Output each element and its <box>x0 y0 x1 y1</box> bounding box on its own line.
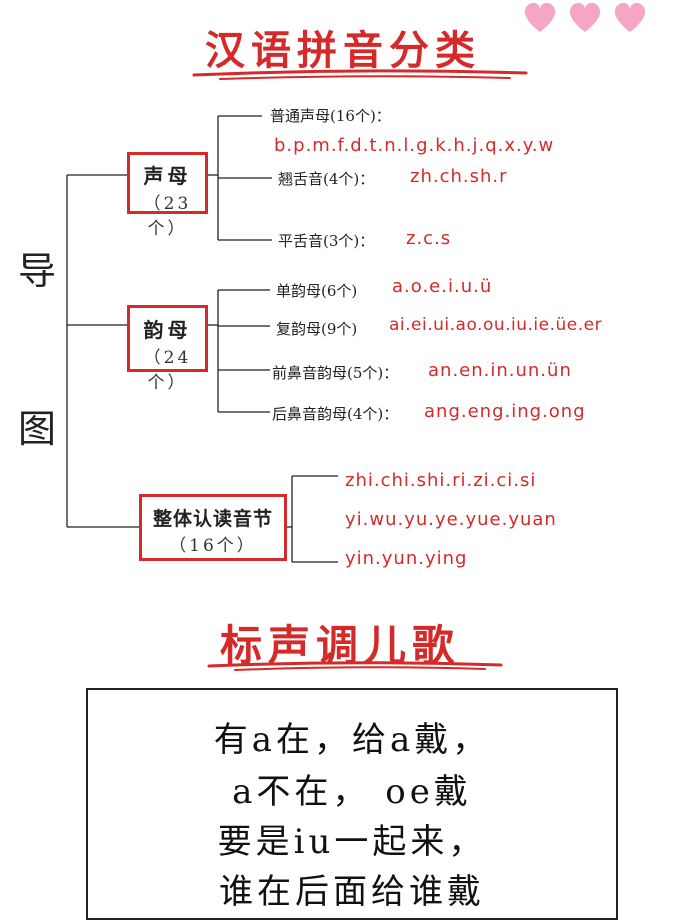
page-title: 汉语拼音分类 <box>205 28 481 74</box>
item-value: ai.ei.ui.ao.ou.iu.ie.üe.er <box>389 315 603 335</box>
side-label-1: 导 <box>18 249 57 293</box>
zhengti-box: 整体认读音节 （16个） <box>139 494 287 561</box>
item-label: 后鼻音韵母(4个)： <box>272 405 399 423</box>
group-label: 声母 <box>143 164 192 188</box>
heart-icon <box>569 2 601 33</box>
heart-icon <box>524 2 556 33</box>
tree-connectors <box>66 115 338 563</box>
side-label-2: 图 <box>18 407 57 451</box>
yunmu-box: 韵母 （24个） <box>127 305 208 393</box>
item-label: 单韵母(6个) <box>276 282 358 300</box>
group-label: 整体认读音节 <box>152 508 273 530</box>
shengmu-box: 声母 （23个） <box>127 152 208 239</box>
item-label: 普通声母(16个)： <box>270 107 391 125</box>
item-label: 复韵母(9个) <box>276 320 358 338</box>
item-label: 翘舌音(4个)： <box>278 170 375 188</box>
heart-icon <box>614 2 646 33</box>
item-value: a.o.e.i.u.ü <box>392 276 493 297</box>
group-count: （16个） <box>169 536 257 556</box>
poem-title-underline <box>207 661 503 671</box>
poem-line: 要是iu一起来， <box>217 822 487 862</box>
group-label: 韵母 <box>143 318 192 342</box>
title-underline <box>192 69 528 80</box>
item-value: an.en.in.un.ün <box>428 360 572 381</box>
poem-line: 谁在后面给谁戴 <box>219 872 485 912</box>
poem-box: 有a在，给a戴， a不在， oe戴 要是iu一起来， 谁在后面给谁戴 <box>86 688 618 920</box>
item-value: zh.ch.sh.r <box>410 166 508 187</box>
poem-line: a不在， oe戴 <box>232 772 472 812</box>
group-count: （24个） <box>143 348 192 393</box>
item-value: ang.eng.ing.ong <box>424 401 586 422</box>
item-label: 平舌音(3个)： <box>278 232 375 250</box>
item-value: yin.yun.ying <box>345 548 468 569</box>
hearts-decoration <box>524 2 646 33</box>
item-value: z.c.s <box>406 228 452 249</box>
poem-line: 有a在，给a戴， <box>213 720 491 760</box>
item-value: yi.wu.yu.ye.yue.yuan <box>345 509 557 530</box>
item-value: zhi.chi.shi.ri.zi.ci.si <box>345 470 537 491</box>
item-label: 前鼻音韵母(5个)： <box>272 364 399 382</box>
item-value: b.p.m.f.d.t.n.l.g.k.h.j.q.x.y.w <box>274 135 555 156</box>
group-count: （23个） <box>143 194 192 239</box>
